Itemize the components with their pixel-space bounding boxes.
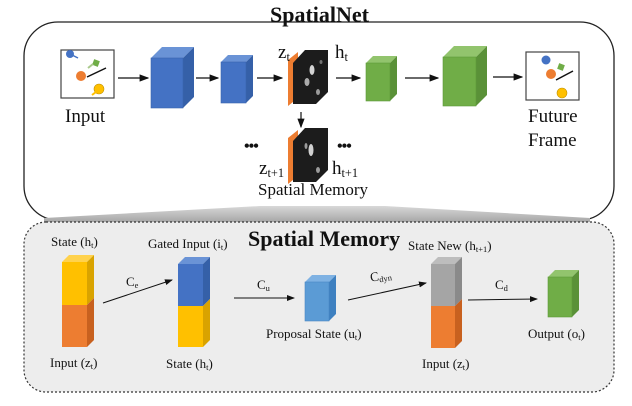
input-label: Input — [65, 106, 106, 127]
state-new-label: State New (ht+1) — [408, 238, 492, 255]
zt1-label: zt+1 — [259, 158, 285, 181]
cd-label: Cd — [495, 277, 508, 294]
gated-input-label: Gated Input (it) — [148, 236, 228, 253]
proposal-state-block — [304, 275, 336, 322]
encoder-block-1 — [150, 47, 194, 109]
ce-label: Ce — [126, 274, 139, 291]
state-new-input-stack — [431, 257, 462, 348]
future-label-line2: Frame — [528, 130, 577, 151]
arrow-cdyn — [347, 281, 427, 301]
decoder-block-2 — [442, 46, 487, 107]
future-frame-image — [525, 51, 580, 101]
decoder-block-1 — [365, 56, 397, 102]
future-label-line1: Future — [528, 106, 578, 127]
ht-label: ht — [335, 42, 348, 65]
arrow-cd — [467, 296, 538, 303]
feature-map-t — [288, 50, 328, 106]
encoder-block-2 — [220, 55, 253, 104]
output-label: Output (ot) — [528, 326, 585, 343]
feature-map-t-plus-1 — [288, 128, 328, 184]
input-zt-left-label: Input (zt) — [50, 355, 98, 372]
state-input-stack — [62, 255, 94, 347]
spatialnet-title: SpatialNet — [270, 2, 369, 27]
output-block — [547, 270, 579, 318]
spatial-memory-caption: Spatial Memory — [258, 180, 369, 199]
zt-label: zt — [278, 42, 290, 65]
state-ht-bottom-label: State (ht) — [166, 356, 213, 373]
gated-input-state-stack — [178, 257, 210, 347]
zoom-fan — [44, 206, 590, 226]
input-frame-image — [60, 49, 115, 99]
input-zt-right-label: Input (zt) — [422, 356, 470, 373]
ellipsis-left: ••• — [244, 138, 259, 155]
spatial-memory-title: Spatial Memory — [248, 226, 401, 251]
proposal-state-label: Proposal State (ut) — [266, 326, 362, 343]
arrow-ce — [102, 279, 173, 304]
ht1-label: ht+1 — [332, 158, 359, 181]
state-ht-top-label: State (ht) — [51, 234, 98, 251]
ellipsis-right: ••• — [337, 138, 352, 155]
cu-label: Cu — [257, 277, 270, 294]
